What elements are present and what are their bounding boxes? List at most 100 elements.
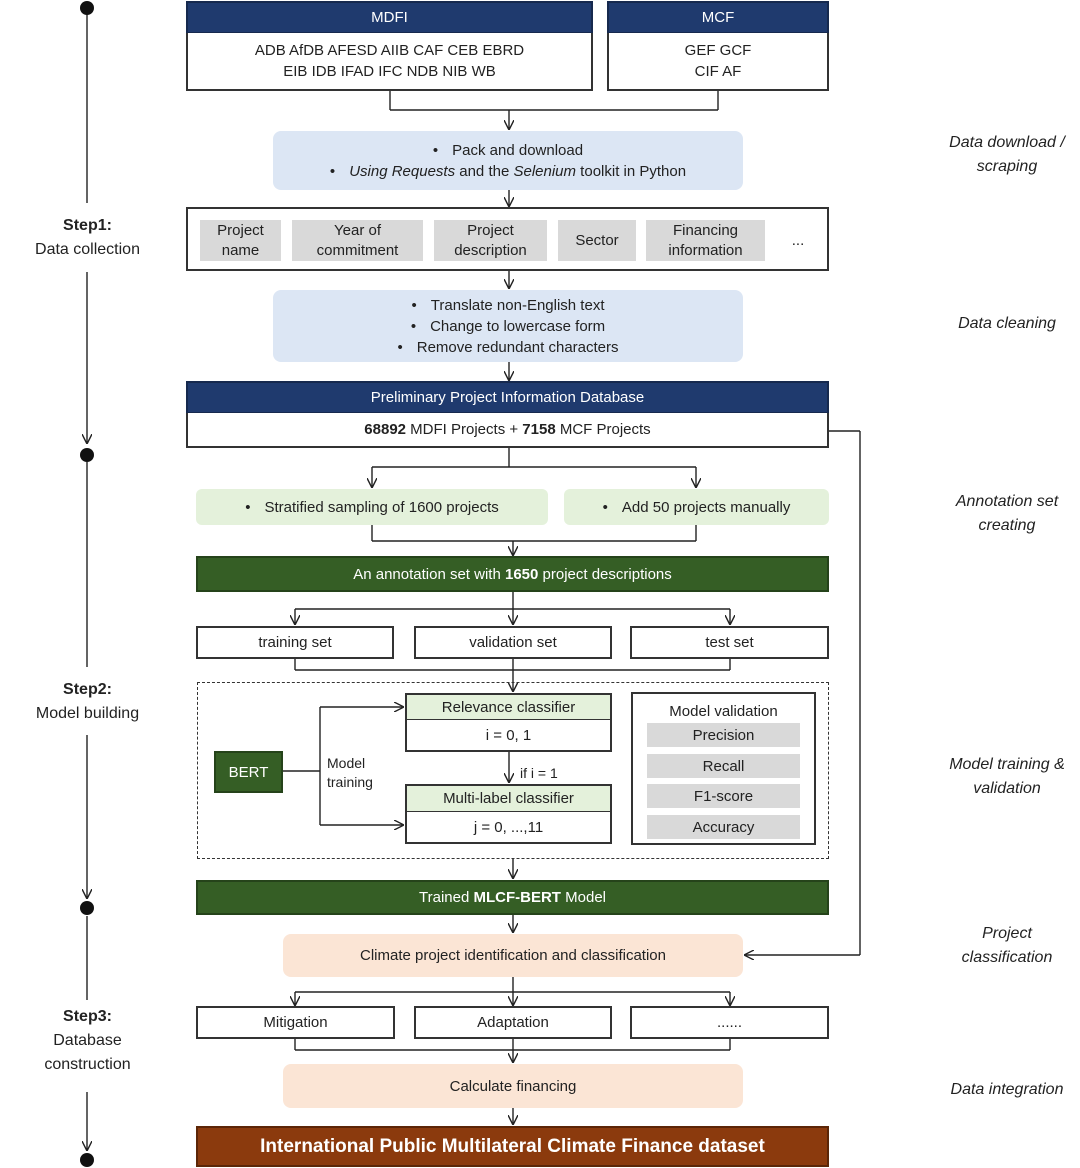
trained-model: Trained MLCF-BERT Model (196, 880, 829, 915)
mcf-line2: CIF AF (694, 63, 742, 80)
field-sector-l1: Sector (575, 232, 619, 249)
step2-title: Step2: (63, 681, 112, 698)
side-label-classification: Project classification (932, 922, 1080, 970)
step3-name-line2: construction (44, 1056, 131, 1073)
field-sector: Sector (558, 220, 636, 261)
relevance-classifier-title: Relevance classifier (441, 698, 576, 716)
timeline-node-2 (80, 448, 94, 462)
field-year-l1: Year of (334, 221, 381, 239)
step1-name: Data collection (35, 241, 140, 258)
trained-model-name: MLCF-BERT (473, 889, 561, 906)
timeline-node-3 (80, 901, 94, 915)
category-more-label: ...... (716, 1014, 742, 1031)
validation-set: validation set (414, 626, 612, 659)
model-building-region (197, 682, 829, 859)
annotation-set-count: 1650 (504, 565, 539, 583)
prelim-db-header: Preliminary Project Information Database (186, 381, 829, 414)
field-year-l2: commitment (316, 241, 399, 259)
side-label-integration: Data integration (932, 1078, 1080, 1102)
field-financing-l2: information (668, 241, 743, 259)
download-item-2-and: and the (455, 162, 514, 180)
if-condition-text: if i = 1 (520, 765, 558, 781)
side-label-annotation: Annotation set creating (932, 490, 1080, 538)
metric-recall: Recall (647, 754, 800, 778)
relevance-classifier-value: i = 0, 1 (485, 726, 532, 744)
field-more-text: ... (791, 232, 805, 249)
mdfi-title: MDFI (371, 9, 408, 26)
download-item-2-rest: toolkit in Python (576, 162, 687, 180)
download-step: •Pack and download •Using Requests and t… (273, 131, 743, 190)
step1-label: Step1: Data collection (15, 214, 160, 262)
annotation-set-post: project descriptions (538, 565, 672, 583)
field-year-of-commitment: Year of commitment (292, 220, 423, 261)
mcf-institutions: GEF GCF CIF AF (607, 33, 829, 91)
mdfi-line2: EIB IDB IFAD IFC NDB NIB WB (283, 63, 496, 80)
manual-additions-text: Add 50 projects manually (621, 498, 791, 516)
field-project-name-l2: name (221, 241, 260, 259)
side-label-download-line1: Data download / (949, 134, 1065, 151)
prelim-db-mdfi-text: MDFI Projects + (406, 421, 523, 438)
category-mitigation-label: Mitigation (263, 1014, 328, 1031)
cleaning-item-3: •Remove redundant characters (397, 338, 619, 356)
mdfi-institutions: ADB AfDB AFESD AIIB CAF CEB EBRD EIB IDB… (186, 33, 593, 91)
step2-label: Step2: Model building (15, 678, 160, 726)
metric-f1-score: F1-score (647, 784, 800, 808)
relevance-classifier-output: i = 0, 1 (405, 720, 612, 752)
model-training-label: Model training (327, 754, 397, 792)
step3-title: Step3: (63, 1008, 112, 1025)
field-financing-l1: Financing (672, 221, 739, 239)
timeline-node-1 (80, 1, 94, 15)
model-training-l1: Model (327, 755, 366, 771)
cleaning-item-1-text: Translate non-English text (430, 296, 605, 314)
calculate-financing-text: Calculate financing (449, 1077, 577, 1095)
relevance-classifier-header: Relevance classifier (405, 693, 612, 721)
mdfi-line1: ADB AfDB AFESD AIIB CAF CEB EBRD (254, 42, 525, 59)
metric-accuracy: Accuracy (647, 815, 800, 839)
side-label-download-line2: scraping (976, 158, 1038, 175)
mcf-line1: GEF GCF (684, 42, 752, 59)
side-label-training-line2: validation (973, 780, 1041, 797)
validation-set-label: validation set (469, 634, 557, 651)
metric-f1-label: F1-score (693, 787, 754, 805)
timeline-node-4 (80, 1153, 94, 1167)
trained-model-post: Model (560, 889, 606, 906)
step1-title: Step1: (63, 217, 112, 234)
climate-identification-text: Climate project identification and class… (360, 947, 666, 964)
cleaning-item-2: •Change to lowercase form (410, 317, 606, 335)
side-label-annotation-line1: Annotation set (955, 493, 1059, 510)
test-set: test set (630, 626, 829, 659)
multilabel-classifier-value: j = 0, ...,11 (473, 818, 544, 836)
prelim-db-counts: 68892 MDFI Projects + 7158 MCF Projects (186, 413, 829, 448)
cleaning-item-2-text: Change to lowercase form (430, 317, 606, 335)
final-dataset-title: International Public Multilateral Climat… (260, 1135, 765, 1157)
mcf-title: MCF (701, 9, 735, 26)
category-mitigation: Mitigation (196, 1006, 395, 1039)
step3-label: Step3: Database construction (15, 1005, 160, 1077)
stratified-sampling-text: Stratified sampling of 1600 projects (264, 498, 499, 516)
cleaning-step: •Translate non-English text •Change to l… (273, 290, 743, 362)
multilabel-classifier-title: Multi-label classifier (443, 790, 574, 807)
field-description-l2: description (454, 241, 527, 259)
prelim-db-title: Preliminary Project Information Database (370, 389, 645, 406)
if-condition-label: if i = 1 (520, 763, 558, 784)
metric-precision: Precision (647, 723, 800, 747)
collected-fields: Project name Year of commitment Project des… (186, 207, 829, 271)
manual-additions: •Add 50 projects manually (564, 489, 829, 525)
metric-accuracy-label: Accuracy (692, 818, 755, 836)
training-set-label: training set (258, 634, 332, 651)
mcf-header: MCF (607, 1, 829, 34)
multilabel-classifier-output: j = 0, ...,11 (405, 812, 612, 844)
side-label-training: Model training & validation (932, 753, 1080, 801)
annotation-set-pre: An annotation set with (353, 565, 505, 583)
side-label-cleaning-text: Data cleaning (958, 315, 1056, 332)
model-validation-title: Model validation (633, 699, 814, 723)
cleaning-item-1: •Translate non-English text (411, 296, 605, 314)
side-label-download: Data download / scraping (932, 131, 1080, 179)
annotation-set: An annotation set with 1650 project desc… (196, 556, 829, 592)
side-label-annotation-line2: creating (978, 517, 1036, 534)
field-project-name-l1: Project (217, 221, 264, 239)
field-project-name: Project name (200, 220, 281, 261)
step3-name-line1: Database (53, 1032, 122, 1049)
prelim-db-mdfi-count: 68892 (364, 421, 407, 438)
